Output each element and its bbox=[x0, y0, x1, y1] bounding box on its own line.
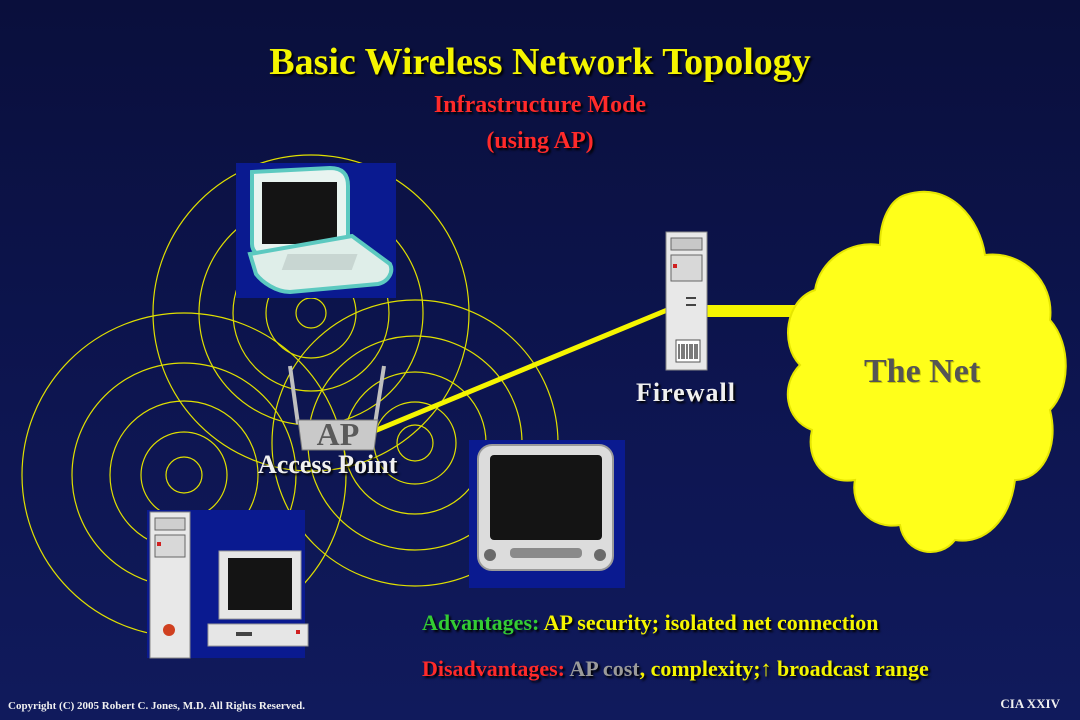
slide-title: Basic Wireless Network Topology bbox=[269, 41, 811, 83]
disadvantages-label: Disadvantages: bbox=[422, 656, 566, 681]
disadvantages-tail: broadcast range bbox=[771, 656, 929, 681]
access-point-icon bbox=[288, 365, 386, 451]
internet-cloud-icon bbox=[786, 190, 1067, 553]
copyright-notice: Copyright (C) 2005 Robert C. Jones, M.D.… bbox=[8, 700, 305, 712]
access-point-label: Access Point bbox=[258, 450, 398, 479]
ap-badge-text: AP bbox=[317, 416, 360, 452]
firewall-label: Firewall bbox=[636, 378, 736, 407]
laptop-icon bbox=[236, 163, 396, 298]
slide-subtitle-note: (using AP) bbox=[486, 128, 594, 154]
disadvantages-ap-cost: AP cost bbox=[569, 656, 640, 681]
ap-firewall-link bbox=[371, 305, 673, 435]
imac-monitor-icon bbox=[469, 440, 625, 588]
disadvantages-line: Disadvantages: AP cost, complexity;↑ bro… bbox=[422, 656, 929, 682]
up-arrow-icon: ↑ bbox=[760, 656, 772, 681]
disadvantages-text: , complexity; bbox=[639, 656, 761, 681]
slide-id: CIA XXIV bbox=[1000, 696, 1060, 711]
advantages-line: Advantages: AP security; isolated net co… bbox=[422, 610, 879, 636]
advantages-text: AP security; isolated net connection bbox=[543, 610, 879, 635]
advantages-label: Advantages: bbox=[422, 610, 540, 635]
ap-badge: AP bbox=[317, 416, 360, 452]
cloud-label: The Net bbox=[864, 353, 981, 390]
desktop-pc-icon bbox=[147, 510, 309, 659]
slide-subtitle-mode: Infrastructure Mode bbox=[433, 92, 647, 118]
firewall-server-icon bbox=[665, 231, 708, 371]
